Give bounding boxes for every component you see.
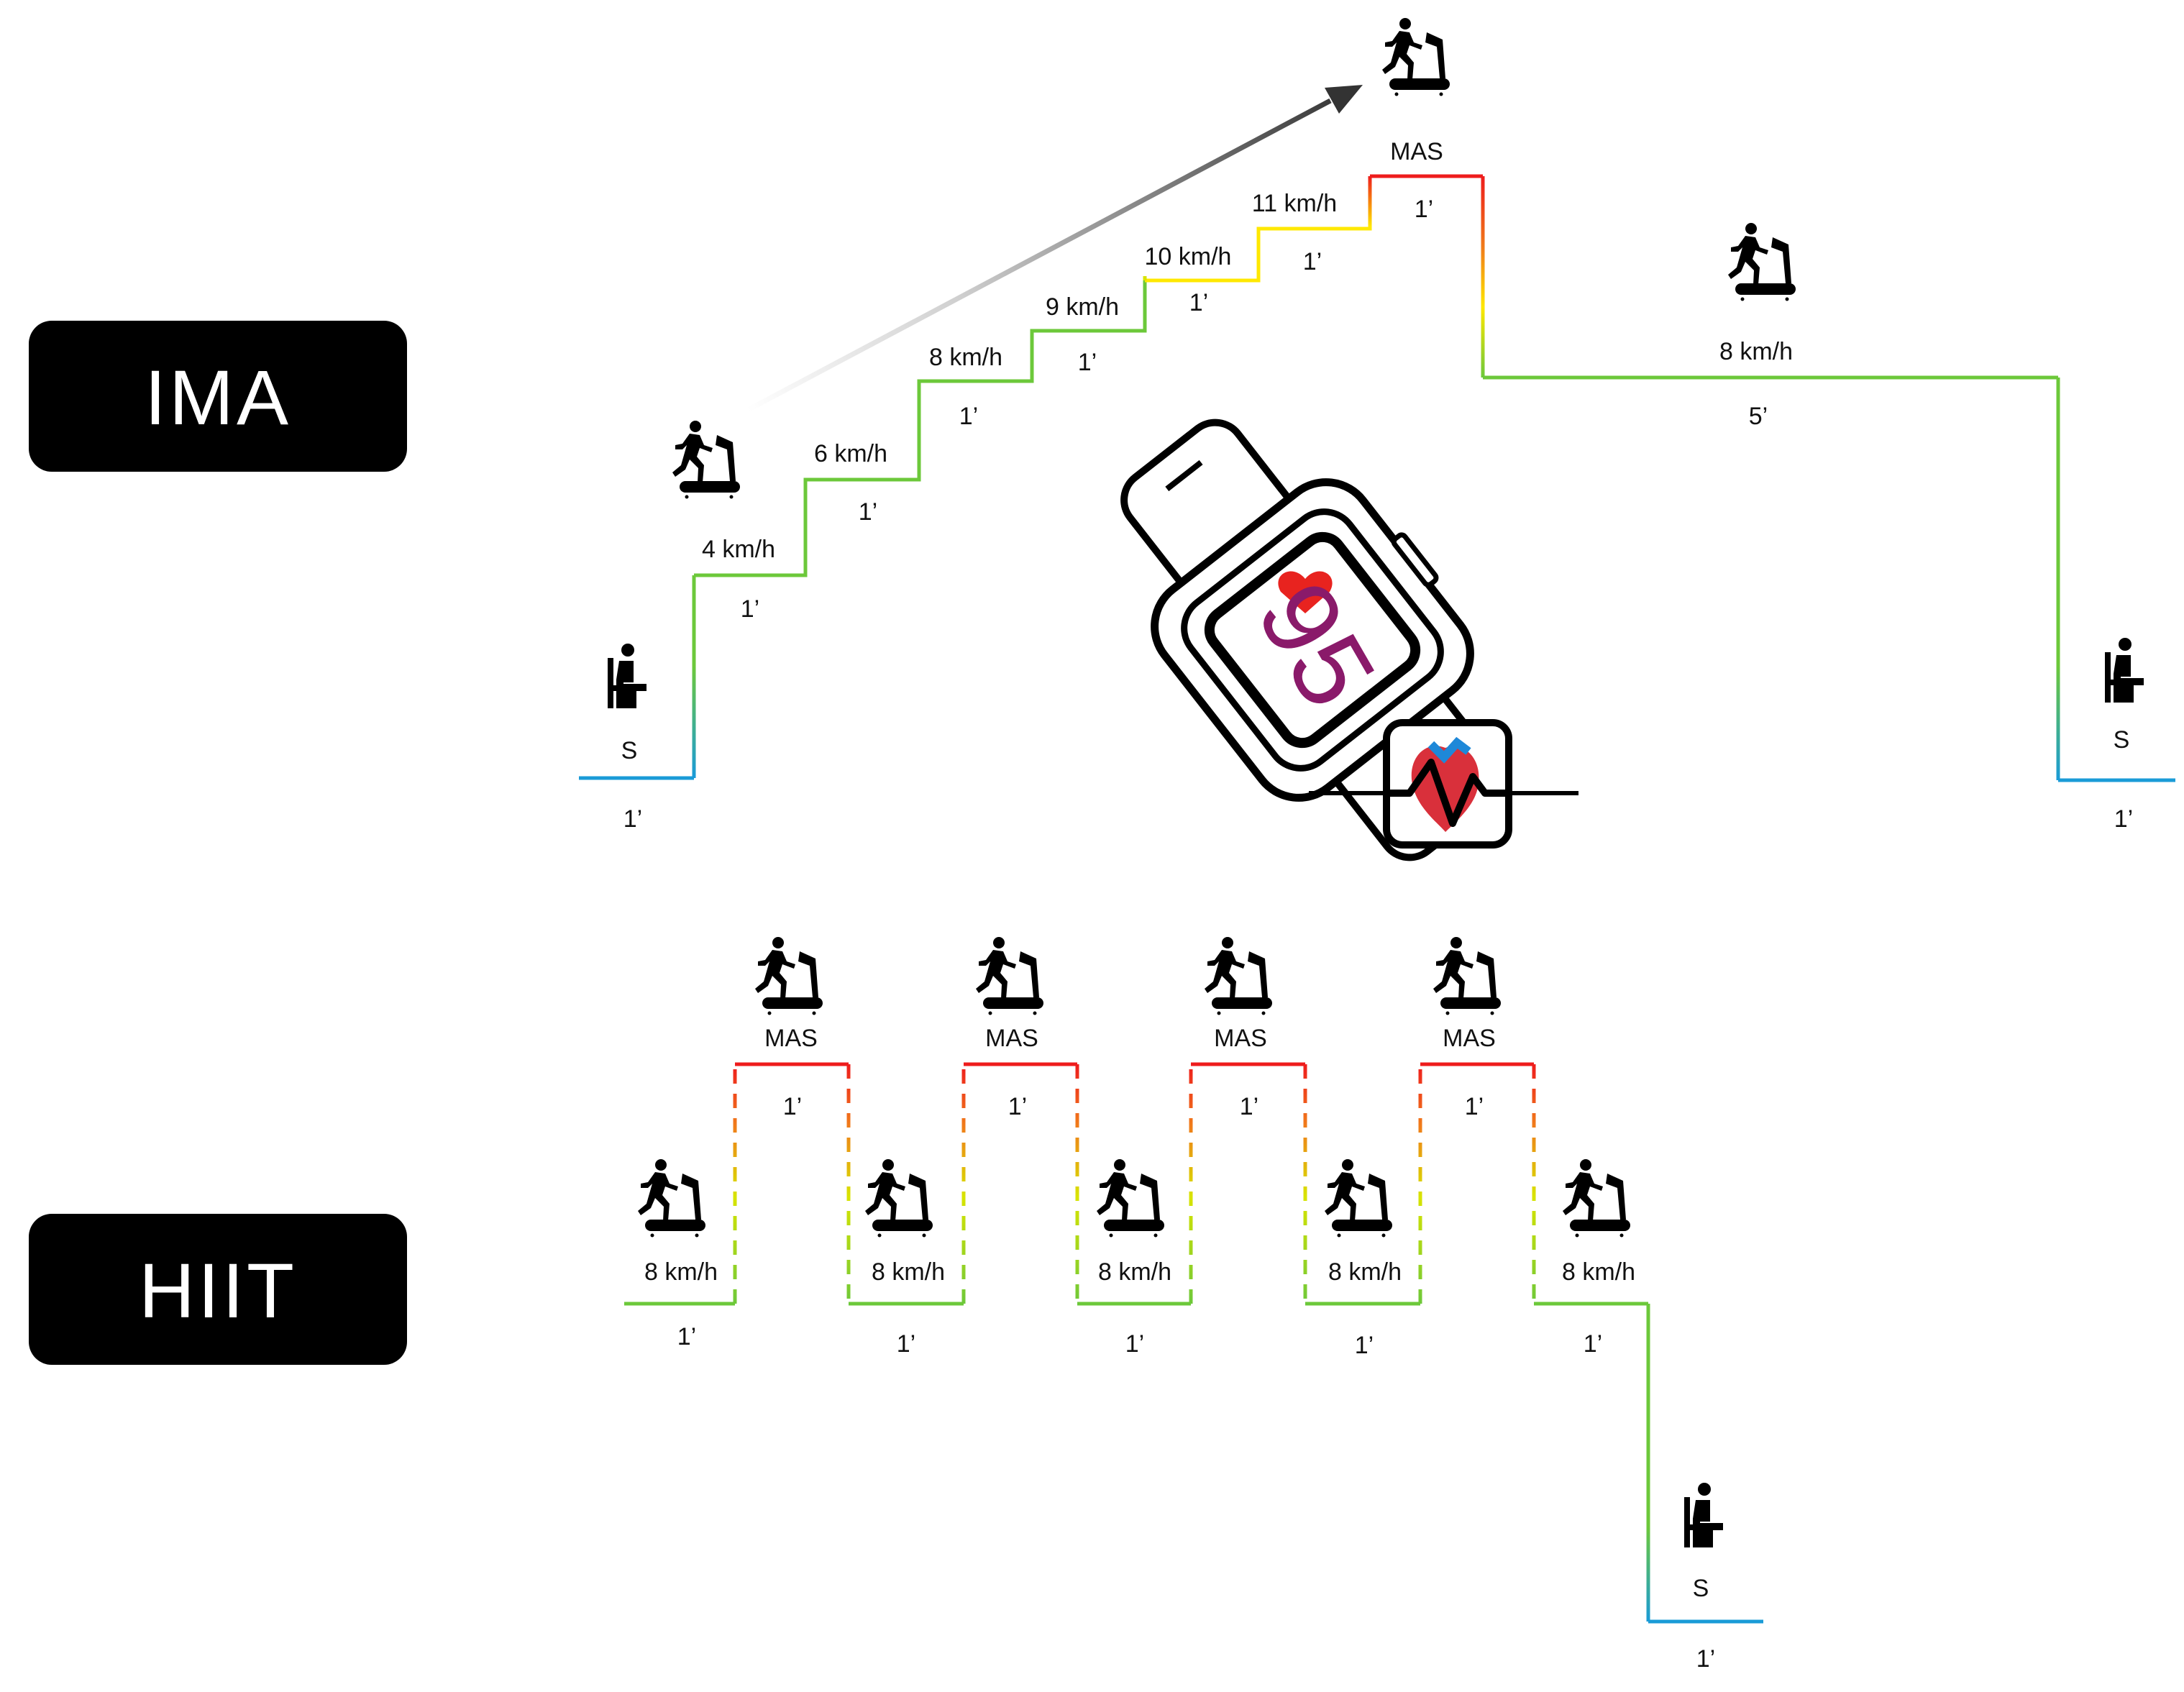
ima-mas-label: MAS xyxy=(1390,138,1443,165)
treadmill-runner-icon xyxy=(1382,18,1450,96)
hiit-low-label: 8 km/h xyxy=(872,1258,945,1286)
treadmill-runner-icon xyxy=(976,937,1043,1015)
ima-step-profile xyxy=(579,174,2175,782)
hiit-low-duration: 1’ xyxy=(1125,1330,1144,1358)
treadmill-runner-icon xyxy=(1728,223,1796,301)
ima-stage-duration: 1’ xyxy=(859,498,877,526)
hiit-low-duration: 1’ xyxy=(1355,1332,1374,1359)
hiit-high-label: MAS xyxy=(985,1025,1038,1052)
ima-recovery-label: 8 km/h xyxy=(1719,338,1793,365)
hiit-badge-label: HIIT xyxy=(139,1247,297,1334)
seated-person-icon xyxy=(2105,638,2144,703)
hiit-low-label: 8 km/h xyxy=(1328,1258,1402,1286)
ima-stage-duration: 1’ xyxy=(1303,248,1322,275)
ima-stage-duration: 1’ xyxy=(741,595,759,623)
hiit-badge: HIIT xyxy=(29,1214,407,1365)
ima-stage-label: 10 km/h xyxy=(1145,243,1232,270)
treadmill-runner-icon xyxy=(638,1159,705,1238)
hiit-low-label: 8 km/h xyxy=(644,1258,718,1286)
treadmill-runner-icon xyxy=(1433,937,1501,1015)
hiit-high-label: MAS xyxy=(1443,1025,1496,1052)
ima-stage-label: 6 km/h xyxy=(814,440,887,467)
ima-stage-duration: 1’ xyxy=(959,403,978,430)
treadmill-runner-icon xyxy=(672,421,740,499)
treadmill-runner-icon xyxy=(1325,1159,1392,1238)
hiit-low-duration: 1’ xyxy=(1584,1330,1602,1358)
treadmill-runner-icon xyxy=(1097,1159,1164,1238)
ima-mas-duration: 1’ xyxy=(1415,196,1433,223)
hiit-high-duration: 1’ xyxy=(1008,1093,1027,1120)
treadmill-runner-icon xyxy=(1563,1159,1630,1238)
smartwatch-icon xyxy=(1120,419,1504,861)
hiit-low-duration: 1’ xyxy=(897,1330,915,1358)
heart-monitor-icon xyxy=(1309,719,1578,849)
heart-icon xyxy=(1278,571,1333,613)
treadmill-runner-icon xyxy=(755,937,823,1015)
hiit-high-duration: 1’ xyxy=(1240,1093,1258,1120)
progression-arrow xyxy=(746,85,1363,413)
hiit-end-duration: 1’ xyxy=(1696,1645,1715,1673)
ima-stage-label: 8 km/h xyxy=(929,344,1002,371)
hiit-high-duration: 1’ xyxy=(1465,1093,1484,1120)
ima-stage-duration: 1’ xyxy=(1078,349,1097,376)
ima-stage-label: 11 km/h xyxy=(1252,190,1337,217)
ima-start-label: S xyxy=(621,737,638,764)
ima-badge-label: IMA xyxy=(145,354,291,441)
treadmill-runner-icon xyxy=(1205,937,1272,1015)
ima-stage-label: 4 km/h xyxy=(702,536,775,563)
seated-person-icon xyxy=(1684,1483,1723,1547)
hiit-low-label: 8 km/h xyxy=(1562,1258,1635,1286)
ima-start-duration: 1’ xyxy=(623,805,642,833)
seated-person-icon xyxy=(608,644,646,708)
hiit-high-label: MAS xyxy=(764,1025,818,1052)
ima-end-label: S xyxy=(2114,726,2130,754)
hiit-step-profile xyxy=(624,1062,1763,1624)
ima-badge: IMA xyxy=(29,321,407,472)
hiit-high-label: MAS xyxy=(1214,1025,1267,1052)
ima-end-duration: 1’ xyxy=(2114,805,2133,833)
hiit-low-duration: 1’ xyxy=(677,1323,696,1350)
hiit-high-duration: 1’ xyxy=(783,1093,802,1120)
ima-recovery-duration: 5’ xyxy=(1749,403,1768,430)
ima-stage-duration: 1’ xyxy=(1189,289,1208,316)
hiit-low-label: 8 km/h xyxy=(1098,1258,1171,1286)
hiit-end-label: S xyxy=(1693,1575,1709,1602)
treadmill-runner-icon xyxy=(865,1159,933,1238)
ima-stage-label: 9 km/h xyxy=(1046,293,1119,321)
